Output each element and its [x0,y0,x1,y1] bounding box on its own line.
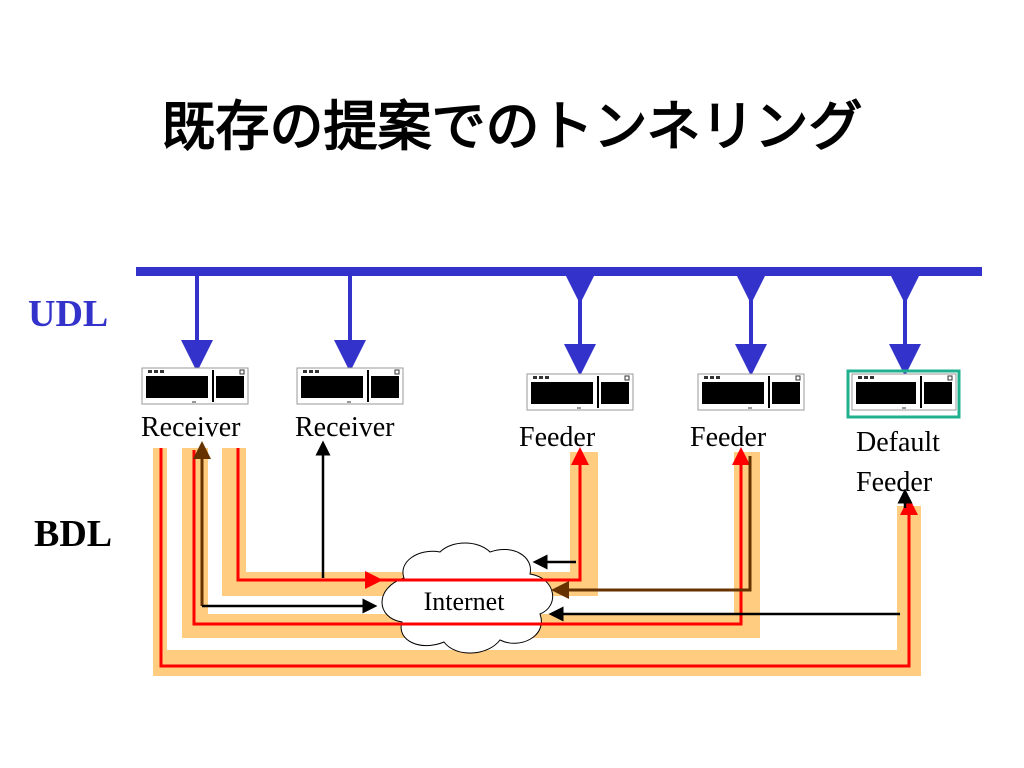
device-default-feeder [846,369,961,419]
feeder-1-label: Feeder [519,422,596,453]
slide-title: 既存の提案でのトンネリング [161,95,863,158]
internet-cloud-shape [381,542,554,654]
return-paths [193,441,752,606]
udl-label: UDL [28,293,109,335]
tunnel-path-outer [159,448,918,668]
tunnel-band-outer-bottom [153,650,921,676]
tunnel-path-inner [236,447,589,582]
device-feeder-2 [697,373,805,411]
udl-bus [136,267,982,376]
tunnel-highlights [153,448,921,676]
udl-bus-line [136,267,982,276]
receiver-2-label: Receiver [295,412,395,443]
tunnel-band-inner-left [222,448,246,596]
internet-cloud [381,542,554,654]
device-receiver-1 [141,367,249,405]
default-feeder-label-line1: Default [856,427,940,458]
default-feeder-label: Default Feeder [856,423,976,503]
default-feeder-label-line2: Feeder [856,467,933,498]
tunnel-path-middle [192,447,750,626]
device-feeder-1 [526,373,634,411]
default-feeder-highlight-box [846,369,961,419]
tunnel-band-mid-right [734,452,760,638]
tunnel-band-inner-right [570,452,598,596]
bdl-label: BDL [34,513,113,555]
device-receiver-2 [296,367,404,405]
tunnel-paths [159,447,918,668]
plain-traffic-arrows [202,440,913,622]
feeder-2-label: Feeder [690,422,767,453]
receiver-1-label: Receiver [141,412,241,443]
return-path-feeder-2 [551,456,752,599]
internet-label: Internet [423,587,505,616]
